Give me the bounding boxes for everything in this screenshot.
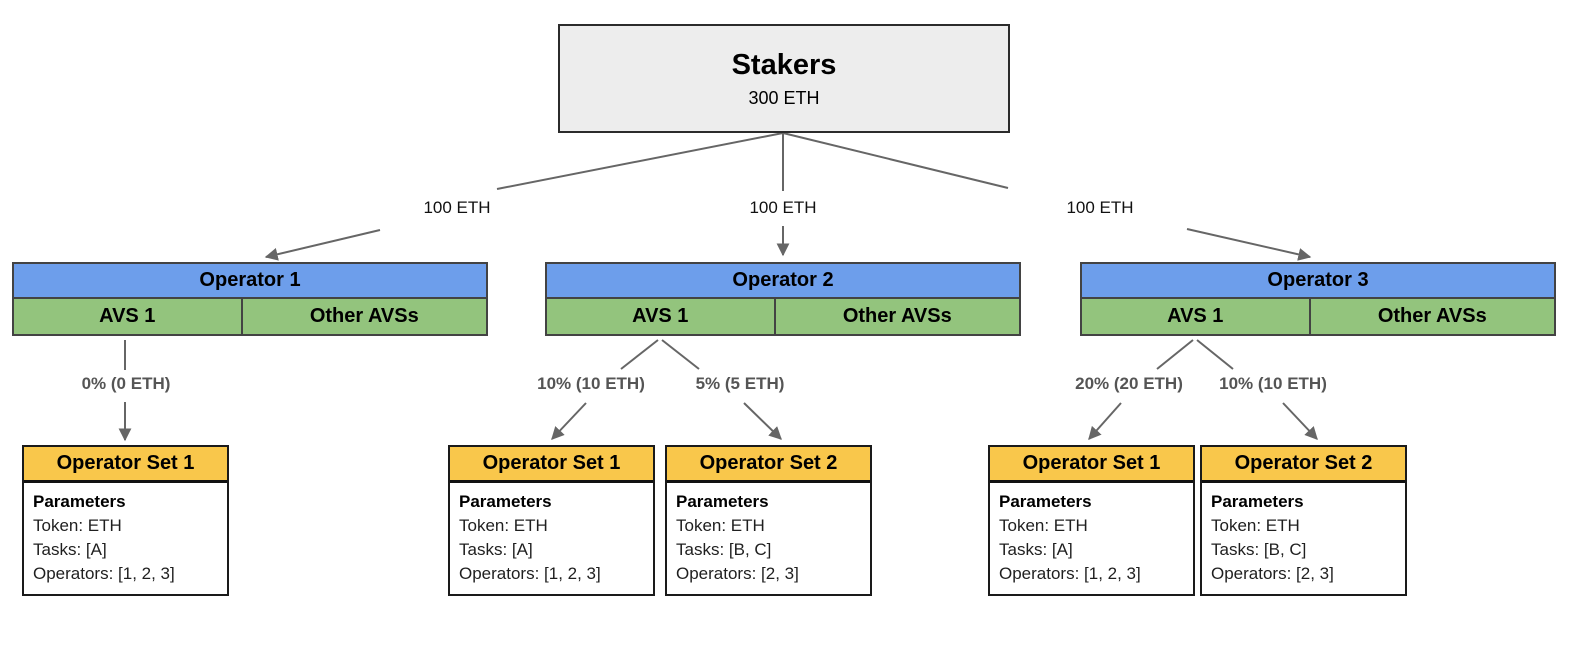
parameter-token: Token: ETH	[999, 516, 1088, 535]
operator-2-set-1-parameters: Parameters Token: ETH Tasks: [A] Operato…	[450, 483, 653, 594]
parameter-tasks: Tasks: [A]	[33, 540, 107, 559]
operator-3-other-avs-cell: Other AVSs	[1310, 299, 1554, 334]
operator-3-set-2-title: Operator Set 2	[1202, 447, 1405, 483]
operator-2-set-2-box: Operator Set 2 Parameters Token: ETH Tas…	[665, 445, 872, 596]
parameter-token: Token: ETH	[459, 516, 548, 535]
parameter-operators: Operators: [1, 2, 3]	[33, 564, 175, 583]
parameter-tasks: Tasks: [B, C]	[1211, 540, 1307, 559]
operator-2-allocation-2-label: 5% (5 ETH)	[693, 374, 787, 394]
operator-1-set-1-title: Operator Set 1	[24, 447, 227, 483]
operator-1-set-1-box: Operator Set 1 Parameters Token: ETH Tas…	[22, 445, 229, 596]
operator-3-avs1-cell: AVS 1	[1082, 299, 1311, 334]
operator-3-avs-row: AVS 1 Other AVSs	[1082, 299, 1554, 334]
operator-1-header: Operator 1	[14, 264, 486, 299]
operator-3-header: Operator 3	[1082, 264, 1554, 299]
parameters-heading: Parameters	[999, 492, 1092, 511]
operator-1-avs-row: AVS 1 Other AVSs	[14, 299, 486, 334]
operator-2-table: Operator 2 AVS 1 Other AVSs	[545, 262, 1021, 336]
operator-2-avs1-cell: AVS 1	[547, 299, 776, 334]
operator-1-other-avs-cell: Other AVSs	[242, 299, 486, 334]
operator-1-set-1-parameters: Parameters Token: ETH Tasks: [A] Operato…	[24, 483, 227, 594]
operator-3-allocation-1-label: 20% (20 ETH)	[1073, 374, 1185, 394]
stake-edge-label-operator3: 100 ETH	[1063, 198, 1137, 218]
operator-2-avs-row: AVS 1 Other AVSs	[547, 299, 1019, 334]
operator-1-table: Operator 1 AVS 1 Other AVSs	[12, 262, 488, 336]
operator-2-set-1-box: Operator Set 1 Parameters Token: ETH Tas…	[448, 445, 655, 596]
operator-1-avs1-cell: AVS 1	[14, 299, 243, 334]
parameter-token: Token: ETH	[676, 516, 765, 535]
operator-3-set-2-parameters: Parameters Token: ETH Tasks: [B, C] Oper…	[1202, 483, 1405, 594]
operator-1-allocation-label: 0% (0 ETH)	[79, 374, 173, 394]
stakers-amount: 300 ETH	[748, 87, 820, 108]
operator-2-set-1-title: Operator Set 1	[450, 447, 653, 483]
parameter-operators: Operators: [2, 3]	[1211, 564, 1334, 583]
stakers-box: Stakers 300 ETH	[558, 24, 1010, 133]
parameter-tasks: Tasks: [B, C]	[676, 540, 772, 559]
operator-2-other-avs-cell: Other AVSs	[775, 299, 1019, 334]
operator-2-set-2-title: Operator Set 2	[667, 447, 870, 483]
parameter-token: Token: ETH	[33, 516, 122, 535]
parameter-tasks: Tasks: [A]	[459, 540, 533, 559]
operator-3-set-1-box: Operator Set 1 Parameters Token: ETH Tas…	[988, 445, 1195, 596]
operator-3-set-2-box: Operator Set 2 Parameters Token: ETH Tas…	[1200, 445, 1407, 596]
operator-3-allocation-2-label: 10% (10 ETH)	[1217, 374, 1329, 394]
parameter-operators: Operators: [1, 2, 3]	[459, 564, 601, 583]
operator-2-set-2-parameters: Parameters Token: ETH Tasks: [B, C] Oper…	[667, 483, 870, 594]
operator-3-set-1-parameters: Parameters Token: ETH Tasks: [A] Operato…	[990, 483, 1193, 594]
stake-edge-label-operator1: 100 ETH	[420, 198, 494, 218]
operator-3-set-1-title: Operator Set 1	[990, 447, 1193, 483]
parameters-heading: Parameters	[459, 492, 552, 511]
parameters-heading: Parameters	[676, 492, 769, 511]
stake-edge-label-operator2: 100 ETH	[746, 198, 820, 218]
parameter-operators: Operators: [2, 3]	[676, 564, 799, 583]
parameter-operators: Operators: [1, 2, 3]	[999, 564, 1141, 583]
parameters-heading: Parameters	[1211, 492, 1304, 511]
parameter-token: Token: ETH	[1211, 516, 1300, 535]
operator-3-table: Operator 3 AVS 1 Other AVSs	[1080, 262, 1556, 336]
parameter-tasks: Tasks: [A]	[999, 540, 1073, 559]
stakers-title: Stakers	[731, 48, 837, 81]
operator-2-header: Operator 2	[547, 264, 1019, 299]
operator-2-allocation-1-label: 10% (10 ETH)	[535, 374, 647, 394]
parameters-heading: Parameters	[33, 492, 126, 511]
